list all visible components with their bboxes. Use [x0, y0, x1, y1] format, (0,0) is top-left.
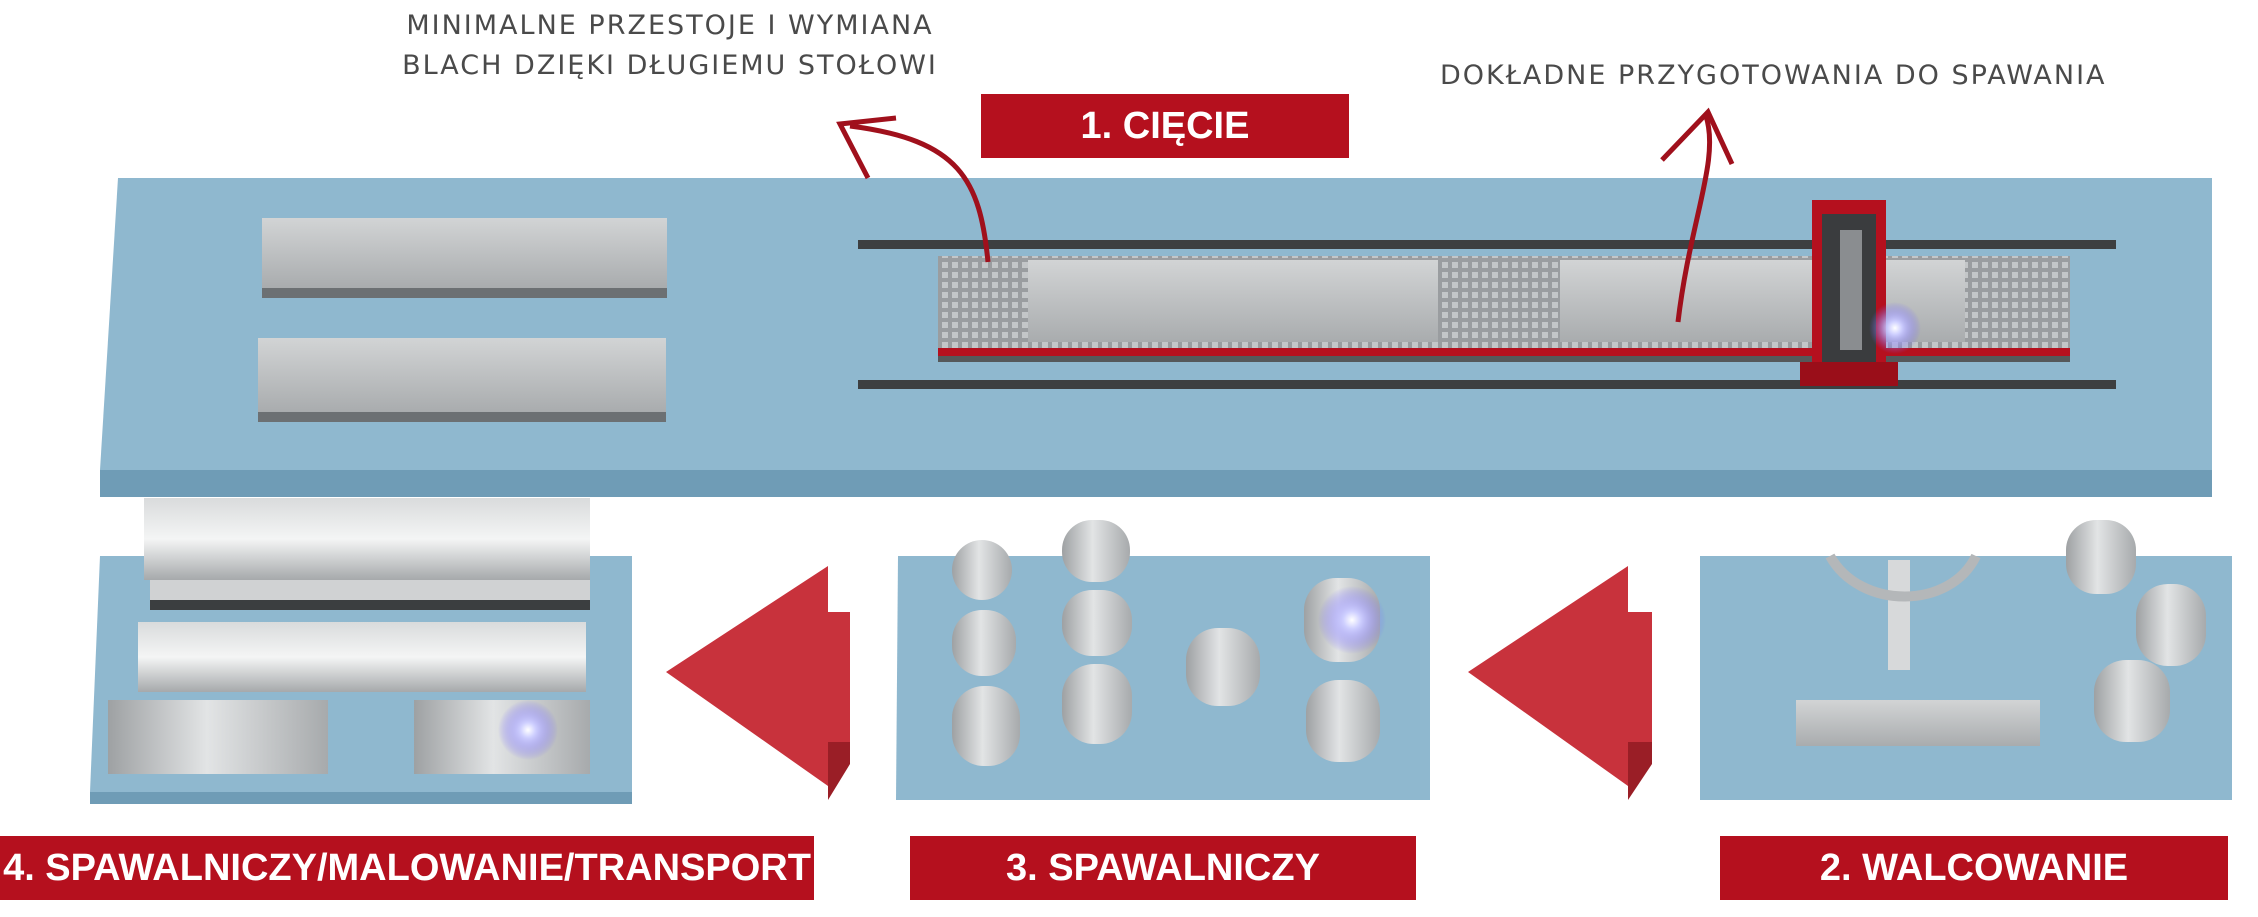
- caption-welding-prep: DOKŁADNE PRZYGOTOWANIA DO SPAWANIA: [1440, 60, 2107, 91]
- welding-spark-icon: [1869, 302, 1921, 354]
- gantry-rail-back: [858, 240, 2116, 249]
- curved-pointer-arrow-icon: [836, 115, 897, 180]
- stage-label-welding: 3. SPAWALNICZY: [910, 836, 1416, 900]
- flow-arrow-left-icon: [666, 566, 850, 800]
- curved-pointer-arrow-icon: [1675, 115, 1713, 323]
- cutting-gantry: [1800, 200, 1921, 386]
- flow-arrow-left-icon: [1468, 566, 1652, 800]
- stage-label-rolling: 2. WALCOWANIE: [1720, 836, 2228, 900]
- stacked-plate-upper: [262, 218, 667, 298]
- welding-spark-icon: [498, 700, 558, 760]
- caption-line-1: MINIMALNE PRZESTOJE I WYMIANA: [406, 10, 934, 41]
- caption-line-2: BLACH DZIĘKI DŁUGIEMU STOŁOWI: [402, 50, 938, 81]
- rolling-platform: [1700, 520, 2232, 800]
- caption-table-benefit: MINIMALNE PRZESTOJE I WYMIANA BLACH DZIĘ…: [395, 6, 945, 86]
- welding-spark-icon: [1318, 586, 1386, 654]
- welding-platform: [896, 520, 1430, 800]
- curved-pointer-arrow-icon: [1660, 107, 1735, 166]
- stage-label-final: 4. SPAWALNICZY/MALOWANIE/TRANSPORT: [0, 836, 814, 900]
- stacked-plate-lower: [258, 338, 666, 422]
- final-platform: [90, 498, 632, 804]
- stage-label-cutting: 1. CIĘCIE: [981, 94, 1349, 158]
- gantry-rail-front: [858, 380, 2116, 389]
- curved-pointer-arrow-icon: [849, 123, 991, 263]
